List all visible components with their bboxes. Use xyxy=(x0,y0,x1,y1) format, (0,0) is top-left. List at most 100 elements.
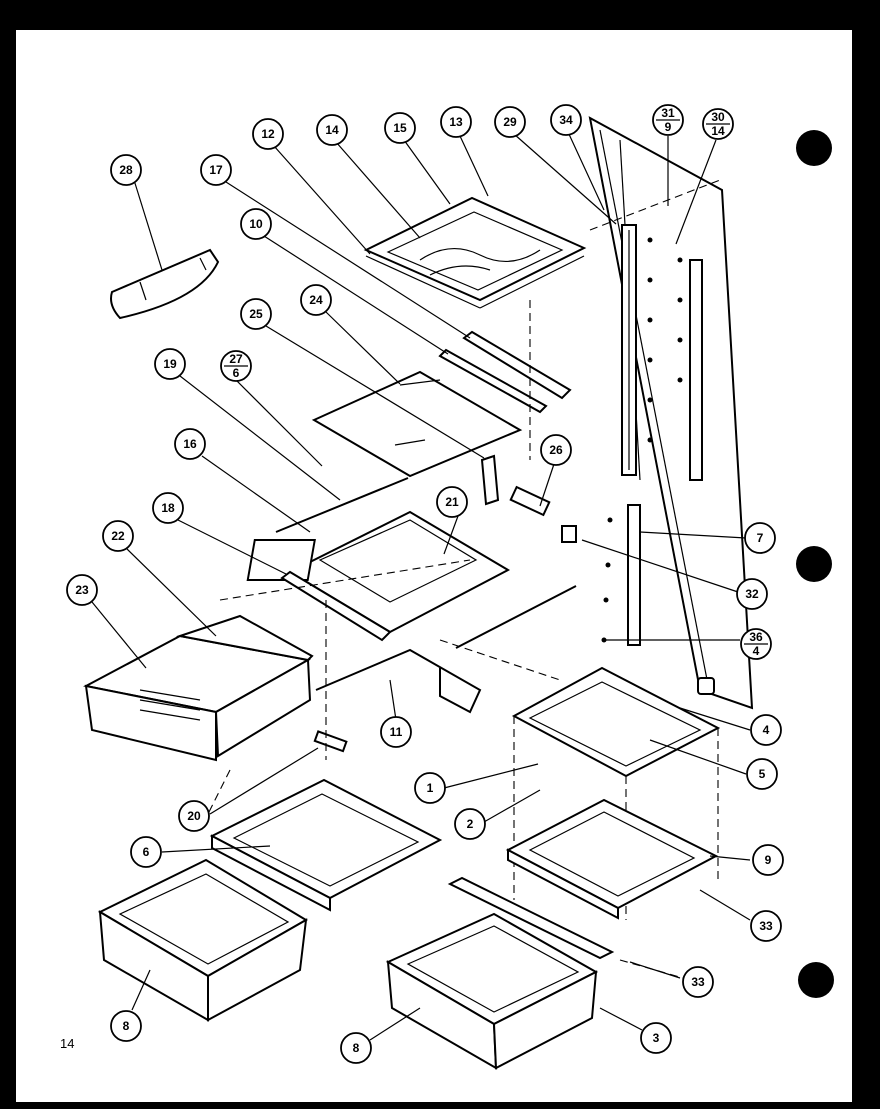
svg-text:12: 12 xyxy=(261,127,275,141)
left-drawer-pan xyxy=(97,858,308,1022)
callout-7: 7 xyxy=(744,522,776,554)
callout-34: 34 xyxy=(550,104,582,136)
callout-6: 6 xyxy=(130,836,162,868)
cabinet-liner-panel xyxy=(588,116,754,710)
callout-19: 19 xyxy=(154,348,186,380)
shelf-bracket xyxy=(480,454,577,543)
callout-31-9: 31 9 xyxy=(652,104,684,136)
callout-27-6-bottom: 6 xyxy=(233,366,240,380)
callout-26: 26 xyxy=(540,434,572,466)
parts-diagram-sheet: 31 9 30 14 27 6 36 4 28 12 14 15 13 29 3… xyxy=(16,30,852,1102)
callout-14: 14 xyxy=(316,114,348,146)
svg-text:5: 5 xyxy=(759,767,766,781)
callout-10: 10 xyxy=(240,208,272,240)
callout-18: 18 xyxy=(152,492,184,524)
page-number: 14 xyxy=(60,1036,74,1051)
callout-3: 3 xyxy=(640,1022,672,1054)
svg-text:13: 13 xyxy=(449,115,463,129)
binder-holes xyxy=(796,130,834,998)
callout-33-upper: 33 xyxy=(750,910,782,942)
callout-8-left: 8 xyxy=(110,1010,142,1042)
callout-32: 32 xyxy=(736,578,768,610)
callout-30-14-bottom: 14 xyxy=(711,124,725,138)
deli-tray xyxy=(110,248,220,320)
svg-text:32: 32 xyxy=(745,587,759,601)
right-drawer-pan xyxy=(385,912,599,1070)
svg-text:21: 21 xyxy=(445,495,459,509)
callout-29: 29 xyxy=(494,106,526,138)
svg-text:34: 34 xyxy=(559,113,573,127)
callout-16: 16 xyxy=(174,428,206,460)
callout-15: 15 xyxy=(384,112,416,144)
meat-pan-cover xyxy=(209,778,443,912)
pan-cover-frame xyxy=(246,510,511,642)
callout-8-right: 8 xyxy=(340,1032,372,1064)
callout-4: 4 xyxy=(750,714,782,746)
liner-bottom-bracket xyxy=(697,677,715,695)
callout-36-4-bottom: 4 xyxy=(753,644,760,658)
pan-slide-rail xyxy=(447,876,615,960)
svg-text:29: 29 xyxy=(503,115,517,129)
callout-30-14-top: 30 xyxy=(711,110,725,124)
shelf-rail-upper xyxy=(462,330,572,400)
glass-shelf xyxy=(311,370,523,478)
lower-ladder-strip xyxy=(627,504,641,646)
svg-text:11: 11 xyxy=(390,725,403,739)
svg-text:28: 28 xyxy=(119,163,133,177)
callout-11: 11 xyxy=(380,716,412,748)
leader-lines xyxy=(91,131,751,1041)
callout-28: 28 xyxy=(110,154,142,186)
svg-text:9: 9 xyxy=(765,853,772,867)
shelf-ladder-right xyxy=(689,259,703,481)
callout-30-14: 30 14 xyxy=(702,108,734,140)
svg-text:15: 15 xyxy=(393,121,407,135)
svg-text:8: 8 xyxy=(123,1019,130,1033)
svg-text:4: 4 xyxy=(763,723,770,737)
svg-text:8: 8 xyxy=(353,1041,360,1055)
callout-23: 23 xyxy=(66,574,98,606)
liner-mount-holes xyxy=(601,237,683,643)
callout-24: 24 xyxy=(300,284,332,316)
callout-27-6: 27 6 xyxy=(220,350,252,382)
svg-text:14: 14 xyxy=(325,123,339,137)
callout-2: 2 xyxy=(454,808,486,840)
svg-text:10: 10 xyxy=(249,217,263,231)
exploded-parts-diagram: 31 9 30 14 27 6 36 4 28 12 14 15 13 29 3… xyxy=(60,104,834,1070)
svg-text:19: 19 xyxy=(163,357,177,371)
callout-36-4-top: 36 xyxy=(749,630,763,644)
callout-17: 17 xyxy=(200,154,232,186)
svg-text:25: 25 xyxy=(249,307,263,321)
callout-25: 25 xyxy=(240,298,272,330)
callout-13: 13 xyxy=(440,106,472,138)
pan-clip xyxy=(313,730,348,753)
callout-1: 1 xyxy=(414,772,446,804)
callout-9: 9 xyxy=(752,844,784,876)
callout-22: 22 xyxy=(102,520,134,552)
svg-text:26: 26 xyxy=(549,443,563,457)
svg-text:24: 24 xyxy=(309,293,323,307)
svg-text:1: 1 xyxy=(427,781,434,795)
callout-33-lower: 33 xyxy=(682,966,714,998)
right-pan-cover xyxy=(505,798,719,920)
svg-text:20: 20 xyxy=(187,809,201,823)
svg-text:3: 3 xyxy=(653,1031,660,1045)
svg-text:16: 16 xyxy=(183,437,197,451)
svg-text:18: 18 xyxy=(161,501,175,515)
svg-text:2: 2 xyxy=(467,817,474,831)
crisper-pan xyxy=(83,614,314,762)
svg-text:17: 17 xyxy=(209,163,223,177)
callout-27-6-top: 27 xyxy=(229,352,243,366)
callout-31-9-bottom: 9 xyxy=(665,120,672,134)
callout-20: 20 xyxy=(178,800,210,832)
shelf-ladder-left xyxy=(621,224,637,476)
callout-12: 12 xyxy=(252,118,284,150)
top-shelf xyxy=(363,196,587,309)
svg-text:7: 7 xyxy=(757,531,764,545)
callout-21: 21 xyxy=(436,486,468,518)
svg-text:22: 22 xyxy=(111,529,125,543)
wire-shelf-bracket xyxy=(315,648,482,714)
callout-31-9-top: 31 xyxy=(661,106,675,120)
svg-text:23: 23 xyxy=(75,583,89,597)
callout-5: 5 xyxy=(746,758,778,790)
svg-text:33: 33 xyxy=(759,919,773,933)
